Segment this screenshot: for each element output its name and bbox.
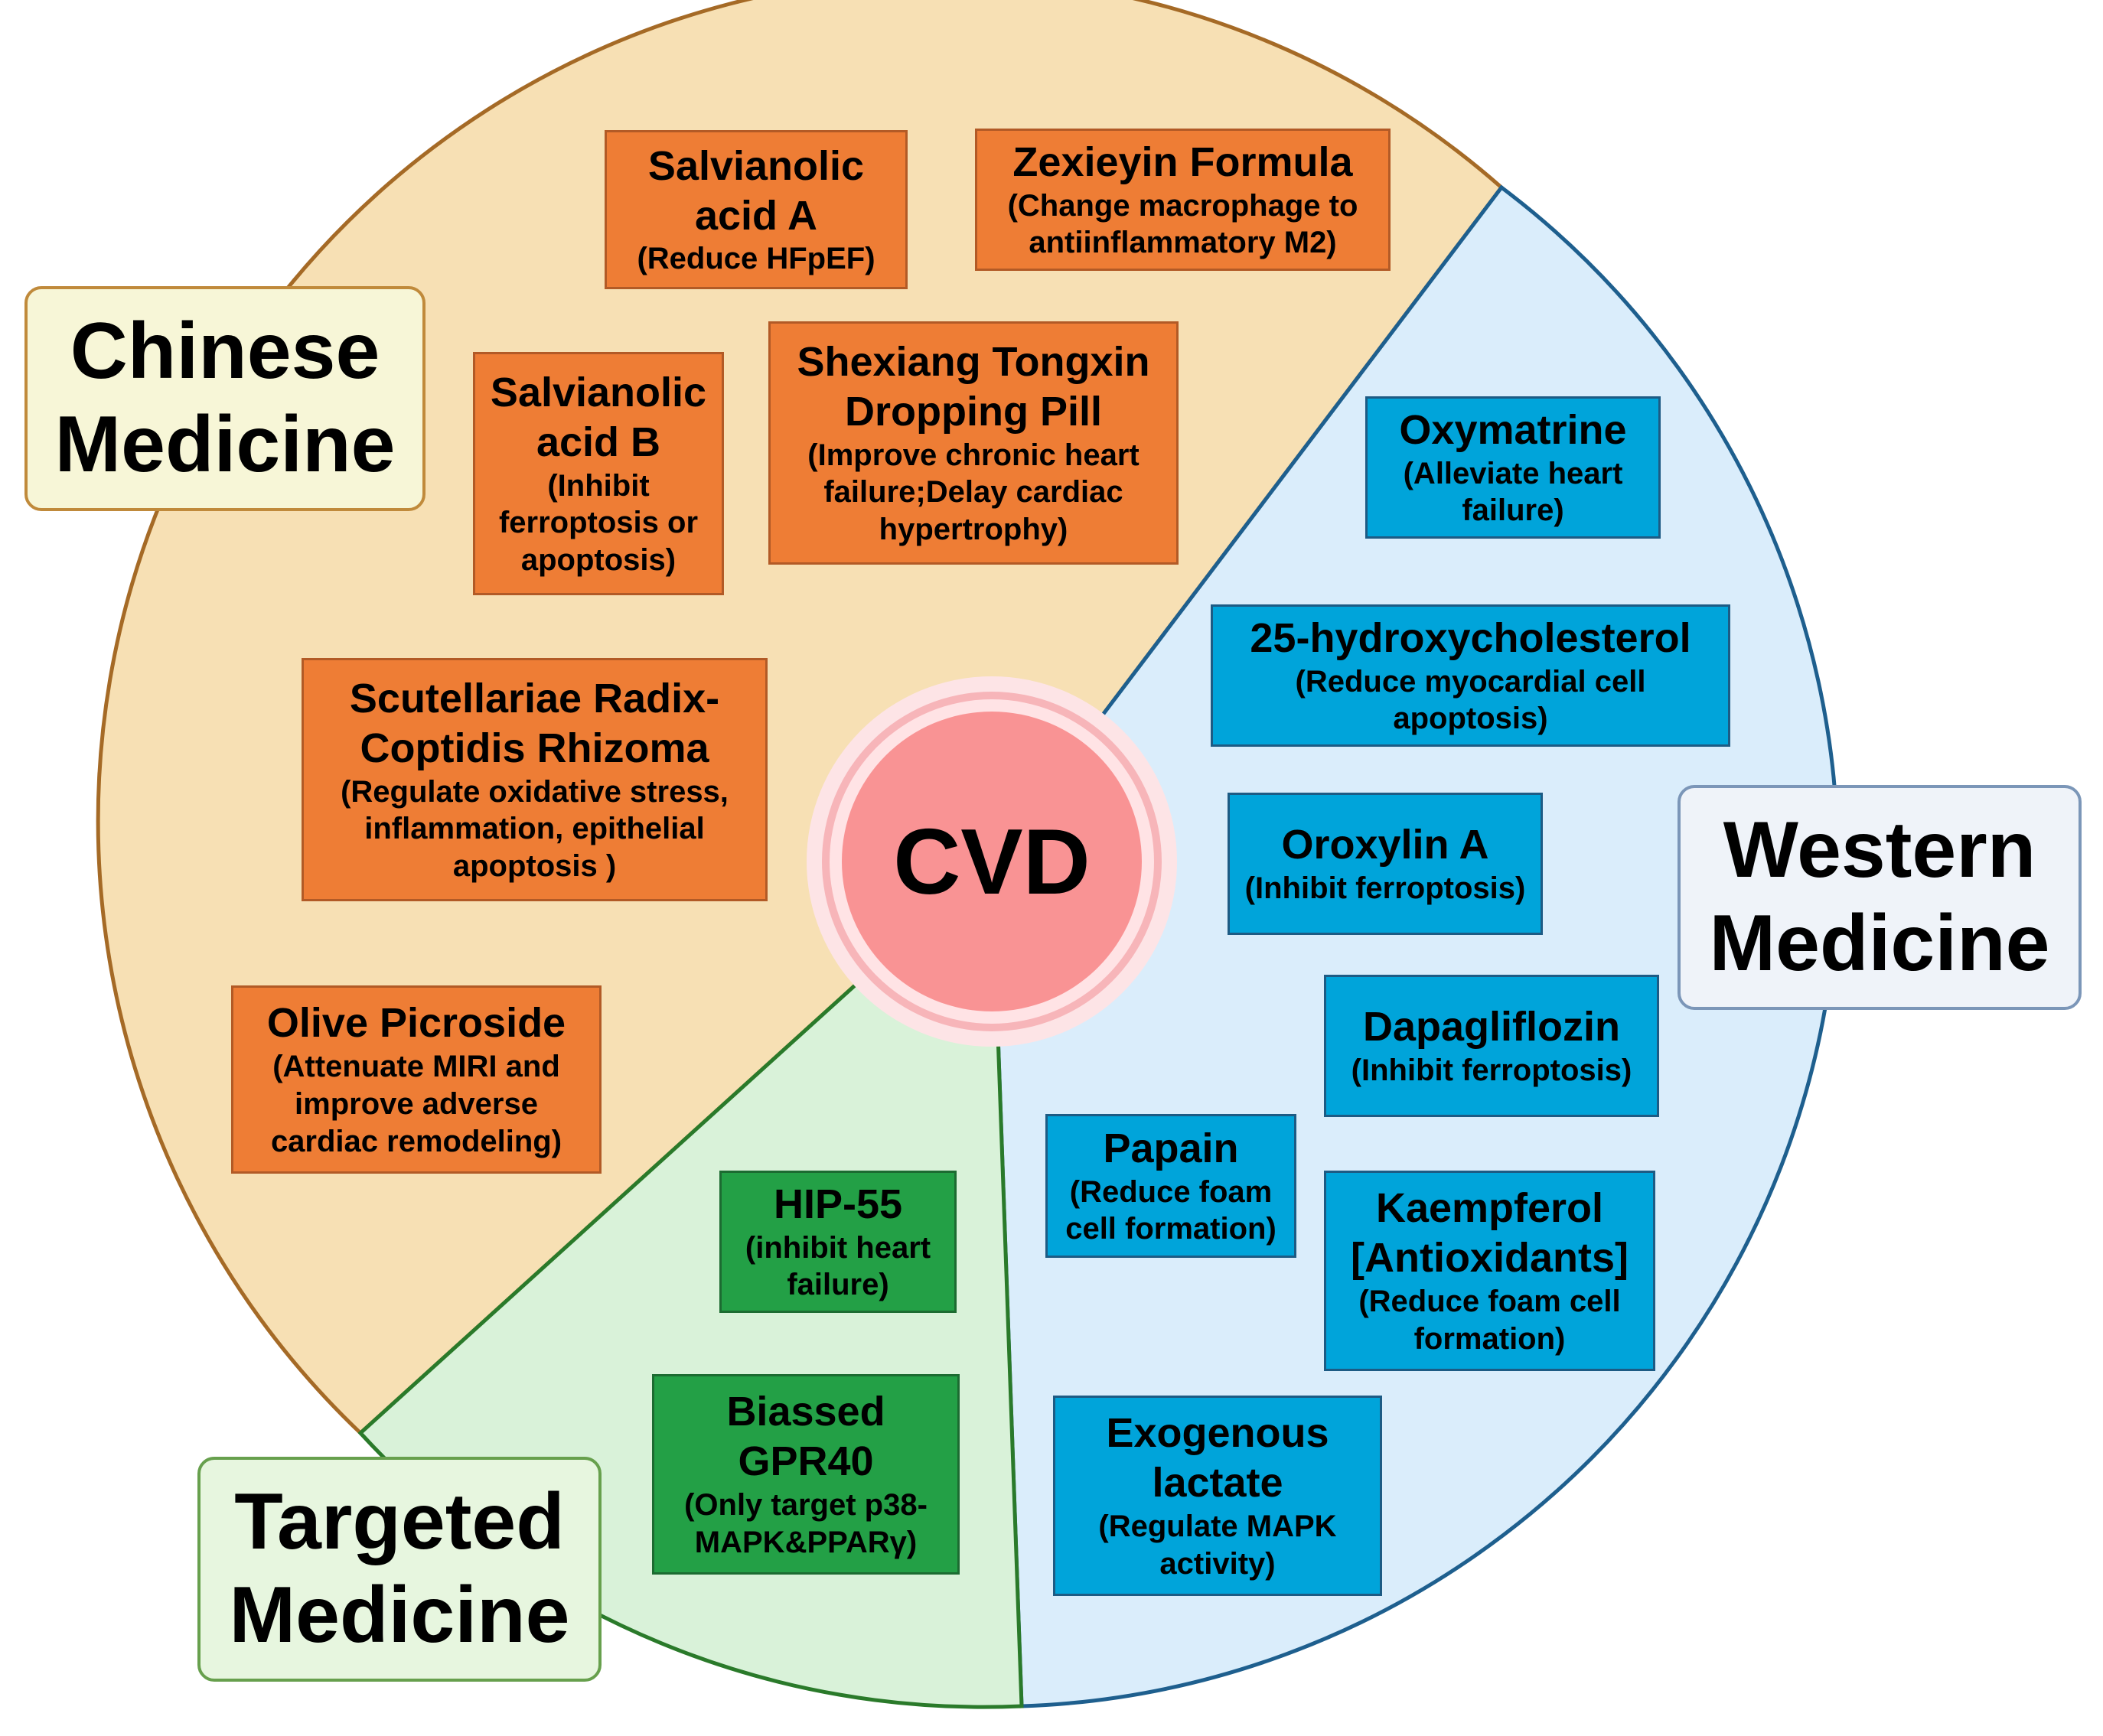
targeted-medicine-label: Targeted Medicine xyxy=(197,1457,602,1682)
item-desc: (Regulate oxidative stress, inflammation… xyxy=(341,774,729,884)
item-desc: (Improve chronic heart failure;Delay car… xyxy=(807,438,1140,547)
item-oroxylin-a: Oroxylin A (Inhibit ferroptosis) xyxy=(1228,793,1543,935)
item-title: Kaempferol [Antioxidants] xyxy=(1351,1185,1629,1282)
item-oxymatrine: Oxymatrine (Alleviate heart failure) xyxy=(1365,396,1661,539)
label-line: Western xyxy=(1723,806,2036,895)
label-line: Medicine xyxy=(54,400,396,489)
item-title: Papain xyxy=(1103,1125,1239,1171)
item-desc: (Reduce myocardial cell apoptosis) xyxy=(1295,664,1646,736)
chinese-medicine-label: Chinese Medicine xyxy=(24,286,425,511)
item-title: Salvianolic acid B xyxy=(490,370,707,465)
item-desc: (Regulate MAPK activity) xyxy=(1098,1510,1337,1581)
item-title: Biassed GPR40 xyxy=(726,1389,885,1485)
item-desc: (Inhibit ferroptosis) xyxy=(1351,1054,1632,1087)
item-papain: Papain (Reduce foam cell formation) xyxy=(1045,1114,1296,1258)
item-desc: (Attenuate MIRI and improve adverse card… xyxy=(270,1050,562,1158)
item-title: Olive Picroside xyxy=(266,1000,566,1047)
label-line: Medicine xyxy=(229,1571,570,1659)
item-desc: (Alleviate heart failure) xyxy=(1403,456,1623,528)
cvd-label: CVD xyxy=(893,809,1091,914)
item-title: Shexiang Tongxin Dropping Pill xyxy=(797,339,1150,435)
item-desc: (inhibit heart failure) xyxy=(745,1230,931,1302)
item-title: Salvianolic acid A xyxy=(647,142,865,239)
item-title: Oroxylin A xyxy=(1281,822,1489,868)
item-desc: (Change macrophage to antiinflammatory M… xyxy=(1007,188,1358,260)
cvd-core xyxy=(842,712,1142,1011)
item-title: Dapagliflozin xyxy=(1363,1004,1620,1050)
item-desc: (Reduce HFpEF) xyxy=(637,242,875,276)
item-desc: (Reduce foam cell formation) xyxy=(1065,1174,1276,1246)
item-title: HIP-55 xyxy=(773,1181,903,1227)
item-salvianolic-acid-a: Salvianolic acid A (Reduce HFpEF) xyxy=(605,130,908,289)
item-title: Scutellariae Radix-Coptidis Rhizoma xyxy=(349,676,720,771)
item-desc: (Inhibit ferroptosis or apoptosis) xyxy=(498,468,699,578)
label-line: Medicine xyxy=(1709,899,2050,988)
item-desc: (Inhibit ferroptosis) xyxy=(1244,871,1526,905)
label-line: Targeted xyxy=(234,1477,565,1567)
item-kaempferol: Kaempferol [Antioxidants] (Reduce foam c… xyxy=(1324,1171,1655,1371)
item-desc: (Reduce foam cell formation) xyxy=(1358,1285,1621,1356)
item-exogenous-lactate: Exogenous lactate (Regulate MAPK activit… xyxy=(1053,1396,1382,1596)
item-zexieyin-formula: Zexieyin Formula (Change macrophage to a… xyxy=(975,129,1391,271)
item-title: Zexieyin Formula xyxy=(1012,138,1353,185)
item-title: Oxymatrine xyxy=(1399,406,1627,453)
item-biassed-gpr40: Biassed GPR40 (Only target p38-MAPK&PPAR… xyxy=(652,1374,960,1575)
item-shexiang-tongxin: Shexiang Tongxin Dropping Pill (Improve … xyxy=(768,321,1179,565)
item-olive-picroside: Olive Picroside (Attenuate MIRI and impr… xyxy=(231,985,602,1174)
label-line: Chinese xyxy=(70,307,380,396)
item-25-hydroxycholesterol: 25-hydroxycholesterol (Reduce myocardial… xyxy=(1211,604,1730,747)
item-salvianolic-acid-b: Salvianolic acid B (Inhibit ferroptosis … xyxy=(473,352,724,595)
item-hip-55: HIP-55 (inhibit heart failure) xyxy=(719,1171,957,1313)
item-dapagliflozin: Dapagliflozin (Inhibit ferroptosis) xyxy=(1324,975,1659,1117)
item-scutellariae-coptidis: Scutellariae Radix-Coptidis Rhizoma (Reg… xyxy=(302,658,768,901)
item-desc: (Only target p38-MAPK&PPARγ) xyxy=(684,1488,928,1559)
western-medicine-label: Western Medicine xyxy=(1678,785,2082,1010)
item-title: Exogenous lactate xyxy=(1106,1410,1329,1506)
item-title: 25-hydroxycholesterol xyxy=(1250,614,1691,661)
